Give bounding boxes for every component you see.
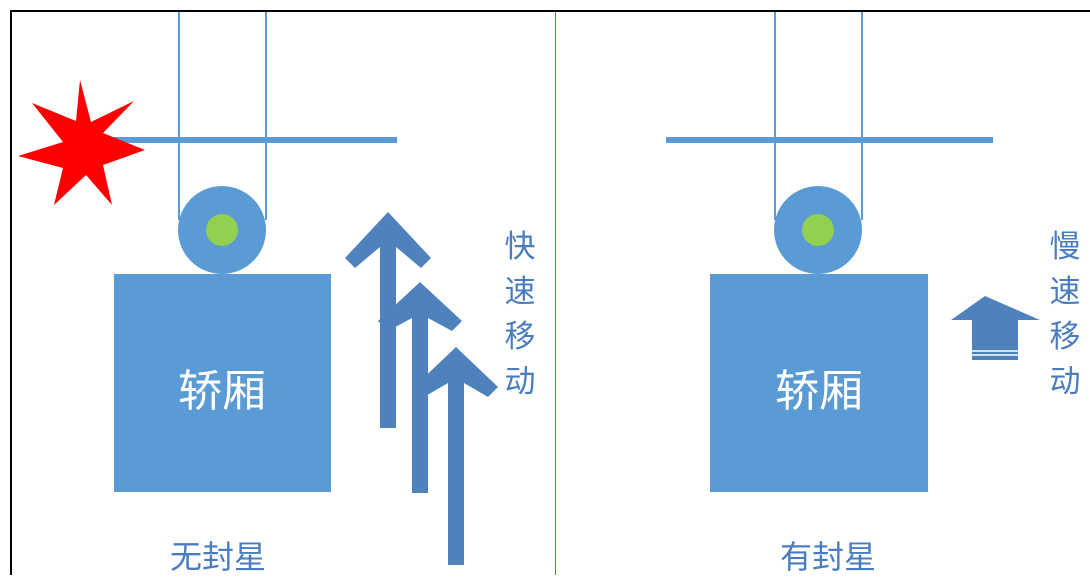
left-sheave-hub	[206, 214, 238, 246]
motion-char: 速	[1049, 274, 1081, 310]
left-car	[114, 274, 331, 492]
left-motion-text: 快 速 移 动	[500, 225, 540, 405]
right-panel-graphics	[666, 12, 1040, 492]
arrow-up-icon	[414, 347, 498, 565]
right-car	[710, 274, 928, 492]
fast-arrows	[345, 212, 498, 565]
slow-arrow	[951, 296, 1040, 360]
left-car-label: 轿厢	[178, 366, 266, 417]
arrow-up-icon	[951, 296, 1040, 360]
left-panel-graphics	[18, 12, 498, 565]
motion-char: 快	[504, 229, 536, 265]
left-bottom-label: 无封星	[169, 538, 266, 576]
right-motion-text: 慢 速 移 动	[1045, 225, 1085, 405]
motion-char: 移	[504, 319, 536, 355]
motion-char: 慢	[1049, 229, 1081, 265]
frame-border-left	[10, 10, 12, 575]
panel-divider	[555, 12, 556, 575]
motion-char: 移	[1049, 319, 1081, 355]
motion-char: 速	[504, 274, 536, 310]
frame-border-top	[10, 10, 1090, 12]
right-bottom-label: 有封星	[779, 538, 876, 576]
right-car-label: 轿厢	[775, 366, 863, 417]
right-sheave-hub	[802, 214, 834, 246]
motion-char: 动	[1049, 364, 1081, 400]
motion-char: 动	[504, 364, 536, 400]
burst-icon	[18, 80, 145, 205]
